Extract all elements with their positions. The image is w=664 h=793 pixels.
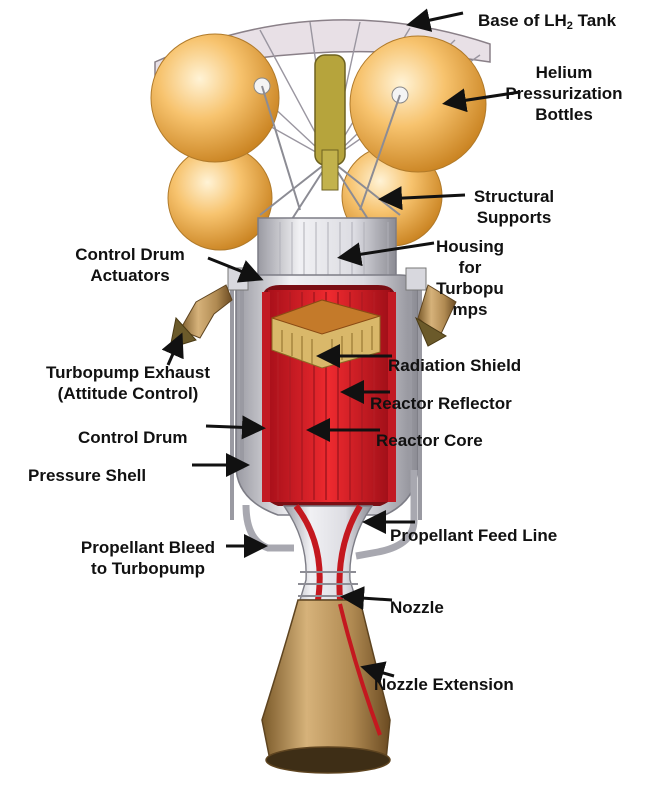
label-turbopump-exhaust: Turbopump Exhaust (Attitude Control) bbox=[14, 362, 242, 404]
label-structural-line-2: Supports bbox=[454, 207, 574, 228]
label-helium-pressurization-bottles: Helium Pressurization Bottles bbox=[478, 62, 650, 125]
label-housing-line-1: Housing bbox=[420, 236, 520, 257]
label-control-drum-actuators: Control Drum Actuators bbox=[60, 244, 200, 286]
label-bleed-line-2: to Turbopump bbox=[62, 558, 234, 579]
label-reactor-reflector: Reactor Reflector bbox=[370, 393, 512, 414]
label-nozzle-extension: Nozzle Extension bbox=[374, 674, 514, 695]
label-exhaust-line-2: (Attitude Control) bbox=[14, 383, 242, 404]
label-pressure-shell: Pressure Shell bbox=[28, 465, 146, 486]
label-control-drum: Control Drum bbox=[78, 427, 188, 448]
label-housing-line-3: Turbopu bbox=[420, 278, 520, 299]
label-base-of-lh2-tank-suffix: Tank bbox=[573, 11, 616, 30]
arrow-base-of-tank bbox=[412, 13, 463, 24]
label-reactor-core: Reactor Core bbox=[376, 430, 483, 451]
label-cda-line-2: Actuators bbox=[60, 265, 200, 286]
label-helium-line-2: Pressurization bbox=[478, 83, 650, 104]
label-housing-line-4: mps bbox=[420, 299, 520, 320]
label-base-of-lh2-tank-prefix: Base of LH bbox=[478, 11, 567, 30]
label-radiation-shield: Radiation Shield bbox=[388, 355, 521, 376]
label-housing-line-2: for bbox=[420, 257, 520, 278]
label-bleed-line-1: Propellant Bleed bbox=[62, 537, 234, 558]
label-exhaust-line-1: Turbopump Exhaust bbox=[14, 362, 242, 383]
label-helium-line-3: Bottles bbox=[478, 104, 650, 125]
label-helium-line-1: Helium bbox=[478, 62, 650, 83]
label-structural-line-1: Structural bbox=[454, 186, 574, 207]
label-propellant-bleed: Propellant Bleed to Turbopump bbox=[62, 537, 234, 579]
label-housing-for-turbopumps: Housing for Turbopu mps bbox=[420, 236, 520, 320]
arrow-control-drum bbox=[206, 426, 260, 428]
label-propellant-feed-line: Propellant Feed Line bbox=[390, 525, 557, 546]
label-cda-line-1: Control Drum bbox=[60, 244, 200, 265]
nozzle-extension bbox=[262, 600, 390, 773]
label-nozzle: Nozzle bbox=[390, 597, 444, 618]
label-structural-supports: Structural Supports bbox=[454, 186, 574, 228]
label-base-of-lh2-tank: Base of LH2 Tank bbox=[478, 10, 616, 31]
